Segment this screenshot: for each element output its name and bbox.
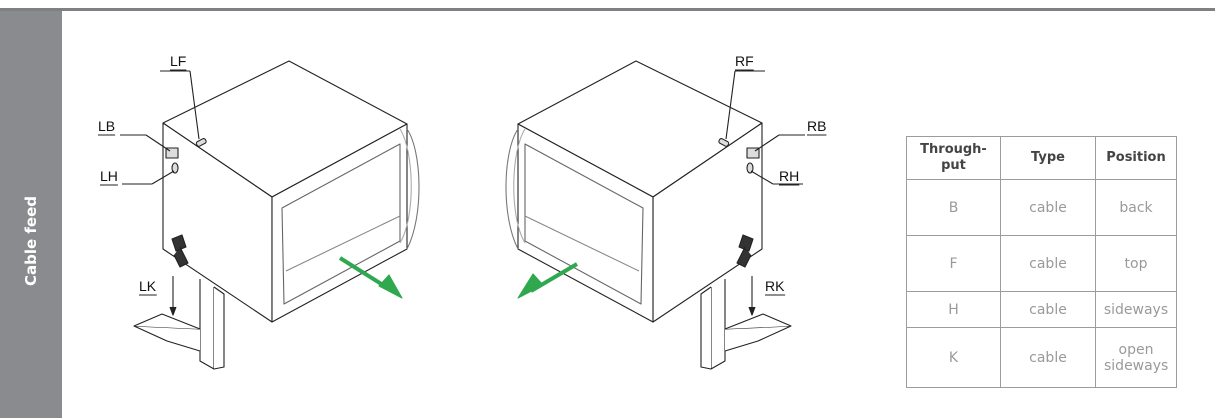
callout-LF: LF [170,53,186,69]
printer-cable-feed-illustration: LF LB LH LK RF RB RH RK [98,53,827,370]
table-header-row: Through-put Type Position [906,136,1177,180]
right-printer-drawing [505,60,805,370]
callout-LB: LB [98,118,115,134]
header-position: Position [1095,136,1177,180]
callout-LH: LH [100,168,118,184]
cell-position-label: open sideways [1104,341,1169,374]
callout-RB: RB [807,118,826,134]
cell-throughput: B [906,179,1001,236]
table-row: B cable back [906,179,1177,236]
section-sidebar: Cable feed [0,11,62,418]
header-type: Type [1000,136,1096,180]
section-label: Cable feed [22,195,40,287]
callout-LK: LK [139,278,157,294]
cable-feed-table: Through-put Type Position B cable back F… [906,136,1177,388]
table-row: H cable sideways [906,291,1177,328]
header-throughput: Through-put [906,136,1001,180]
callout-RK: RK [765,278,785,294]
header-throughput-label: Through-put [920,142,987,173]
cell-position: open sideways [1095,327,1177,388]
cell-type: cable [1000,291,1096,328]
left-printer-drawing [120,60,420,370]
cell-throughput: H [906,291,1001,328]
cell-throughput: F [906,235,1001,292]
left-paper-out-arrow [338,256,403,299]
right-paper-out-arrow [517,262,579,299]
table-row: K cable open sideways [906,327,1177,388]
cell-type: cable [1000,327,1096,388]
callout-RH: RH [779,168,799,184]
cell-type: cable [1000,235,1096,292]
cell-position: sideways [1095,291,1177,328]
cell-position: back [1095,179,1177,236]
callout-RF: RF [735,53,754,69]
cell-throughput: K [906,327,1001,388]
cell-type: cable [1000,179,1096,236]
table-row: F cable top [906,235,1177,292]
cell-position: top [1095,235,1177,292]
top-rule [0,8,1215,11]
